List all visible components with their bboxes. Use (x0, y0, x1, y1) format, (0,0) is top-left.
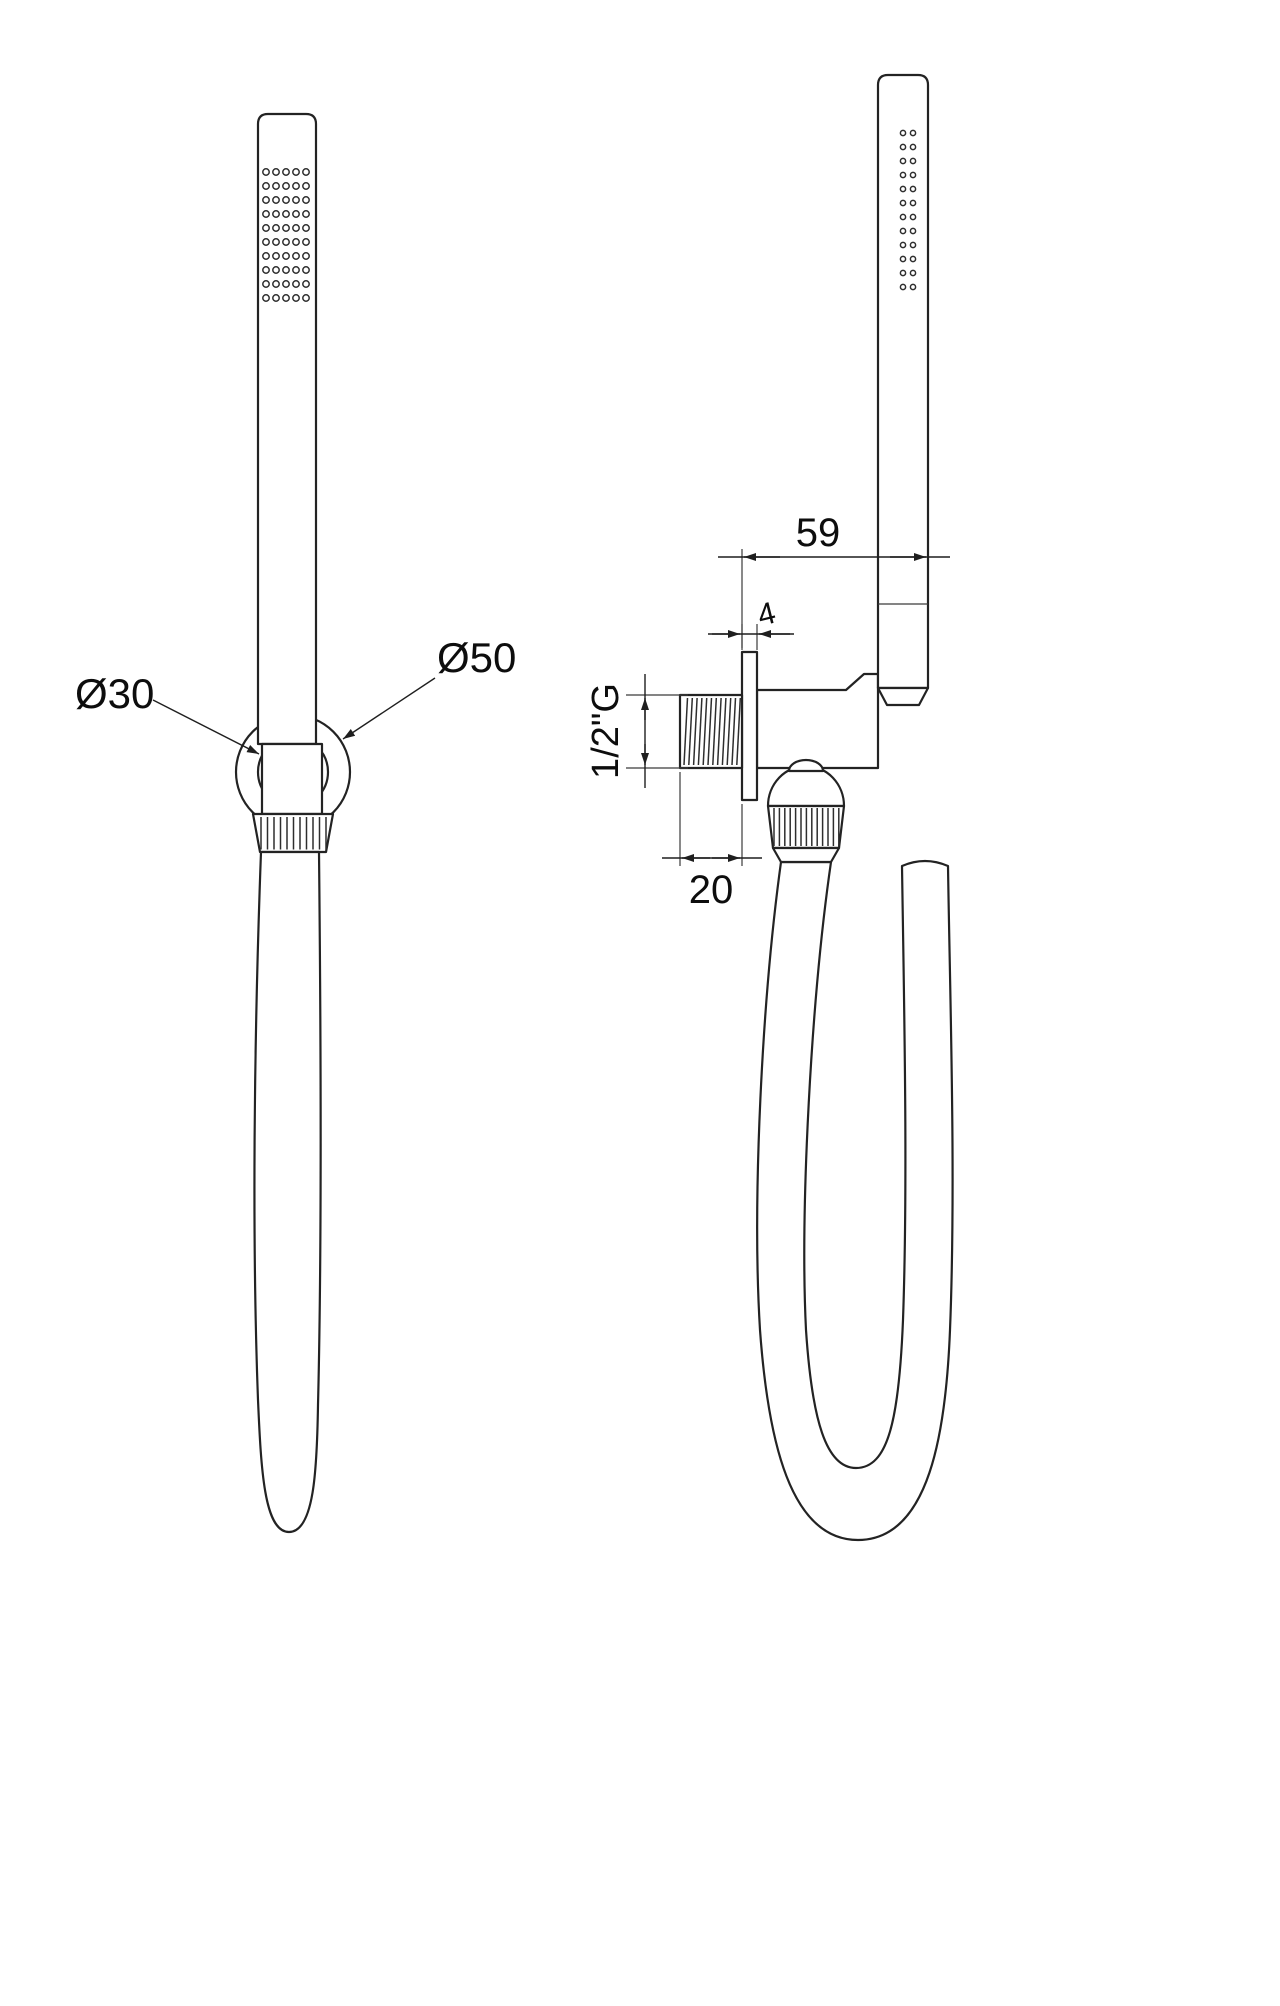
label-depth-59: 59 (796, 511, 841, 555)
side-view (678, 73, 954, 1542)
wall-flange (740, 650, 759, 802)
leader-inner-diameter (152, 699, 260, 755)
label-thread-length: 20 (689, 868, 734, 912)
hose-nut-ribs-side (773, 808, 840, 846)
handle-cup-front (260, 742, 324, 816)
bracket-arm-side (755, 672, 880, 770)
label-inner-diameter: Ø30 (75, 670, 154, 717)
spray-nozzles-front (262, 168, 310, 302)
hose-nut-taper (771, 846, 841, 864)
handle-end-cap (876, 686, 930, 707)
threaded-pipe (678, 693, 744, 770)
dimensions: Ø30 Ø50 59 4 1/2"G 20 (75, 511, 950, 912)
spray-nozzles-side (899, 129, 917, 291)
handshower-wand-side (876, 73, 930, 690)
label-flange-4: 4 (754, 595, 779, 633)
front-view (152, 112, 436, 1534)
hose-front (253, 850, 322, 1534)
hose-nut-ribs-front (260, 817, 327, 850)
hose-side (756, 859, 954, 1542)
label-outer-diameter: Ø50 (437, 634, 516, 681)
leader-outer-diameter (342, 677, 436, 740)
handshower-wand-front (256, 112, 318, 746)
dome-knob (787, 758, 825, 773)
label-thread-size: 1/2"G (585, 683, 627, 779)
thread-hatching (683, 697, 742, 766)
